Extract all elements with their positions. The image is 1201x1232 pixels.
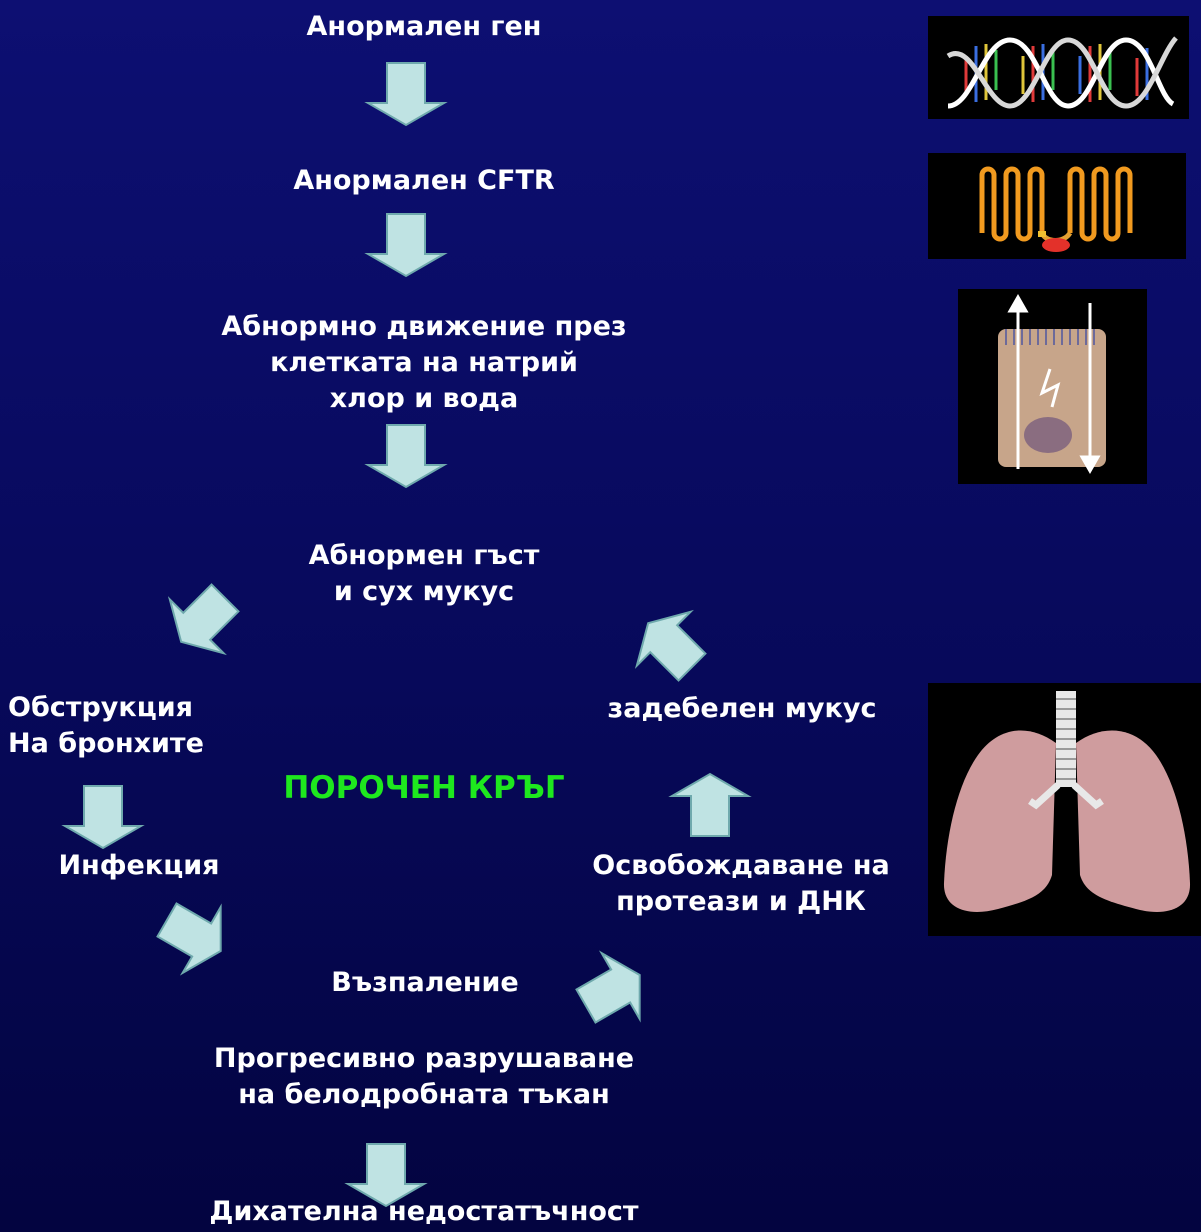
cftr-protein-image <box>928 153 1186 259</box>
dna-helix-image <box>928 16 1189 119</box>
arrow-cftr-to-transport <box>368 214 444 276</box>
node-release: Освобождаване на протеази и ДНК <box>541 848 941 920</box>
node-thick-mucus: Абнормен гъст и сух мукус <box>224 538 624 610</box>
arrow-gene-to-cftr <box>368 63 444 125</box>
node-obstruction: Обструкция На бронхите <box>8 690 204 762</box>
node-thickened-mucus: задебелен мукус <box>542 691 942 727</box>
node-abnormal-gene: Анормален ген <box>224 9 624 45</box>
arrow-inflammation-to-release <box>567 942 659 1039</box>
arrow-release-to-thickened <box>672 774 748 836</box>
arrow-thickened-to-mucus <box>621 596 719 694</box>
arrow-obstruction-to-infection <box>65 786 141 848</box>
lungs-image <box>928 683 1201 936</box>
arrow-transport-to-mucus <box>368 425 444 487</box>
node-infection: Инфекция <box>0 848 289 884</box>
epithelial-cell-image <box>958 289 1147 484</box>
node-abnormal-transport: Абнормно движение през клетката на натри… <box>124 309 724 417</box>
arrow-infection-to-inflammation <box>148 887 240 984</box>
node-abnormal-cftr: Анормален CFTR <box>224 163 624 199</box>
node-destruction: Прогресивно разрушаване на белодробната … <box>124 1041 724 1113</box>
node-respiratory-failure: Дихателна недостатъчност <box>124 1194 724 1230</box>
vicious-circle-label: ПОРОЧЕН КРЪГ <box>214 770 634 806</box>
node-inflammation: Възпаление <box>275 965 575 1001</box>
